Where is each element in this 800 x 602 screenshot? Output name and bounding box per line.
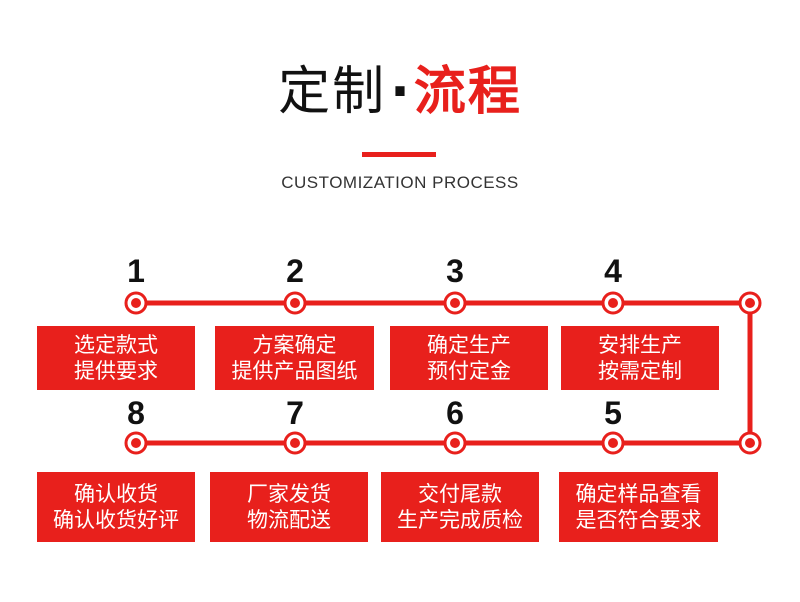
step-2-line2: 提供产品图纸 (231, 359, 358, 383)
step-8-line2: 确认收货好评 (53, 508, 179, 532)
page-title: 定制·流程 (0, 66, 800, 118)
step-1-line1: 选定款式 (74, 333, 158, 357)
node-step-3 (443, 291, 467, 315)
step-7-line2: 物流配送 (247, 508, 331, 532)
step-3-line1: 确定生产 (427, 333, 511, 357)
node-corner-top-right (738, 291, 762, 315)
step-6-line2: 生产完成质检 (397, 508, 523, 532)
step-3-box: 确定生产 预付定金 (390, 326, 548, 390)
step-4-box: 安排生产 按需定制 (561, 326, 719, 390)
node-step-8 (124, 431, 148, 455)
step-1-number: 1 (127, 253, 145, 289)
step-6-line1: 交付尾款 (418, 482, 502, 506)
step-5-number: 5 (604, 395, 622, 431)
step-8-line1: 确认收货 (74, 482, 158, 506)
title-separator-dot: · (390, 62, 410, 122)
node-step-2 (283, 291, 307, 315)
step-7-line1: 厂家发货 (247, 482, 331, 506)
step-2-line1: 方案确定 (252, 333, 337, 357)
title-main: 定制 (278, 62, 387, 122)
title-underline (362, 152, 436, 157)
step-7-number: 7 (286, 395, 304, 431)
step-2-box: 方案确定 提供产品图纸 (215, 326, 374, 390)
step-4-line2: 按需定制 (598, 359, 682, 383)
step-7-box: 厂家发货 物流配送 (210, 472, 368, 542)
step-5-line1: 确定样品查看 (575, 482, 702, 506)
step-5-line2: 是否符合要求 (575, 508, 702, 532)
step-8-number: 8 (127, 395, 145, 431)
step-5-box: 确定样品查看 是否符合要求 (559, 472, 718, 542)
step-1-box: 选定款式 提供要求 (37, 326, 195, 390)
node-step-5 (601, 431, 625, 455)
step-8-box: 确认收货 确认收货好评 (37, 472, 195, 542)
step-6-box: 交付尾款 生产完成质检 (381, 472, 539, 542)
page-subtitle: CUSTOMIZATION PROCESS (281, 173, 519, 192)
step-2-number: 2 (286, 253, 304, 289)
node-step-1 (124, 291, 148, 315)
step-1-line2: 提供要求 (74, 359, 158, 383)
node-corner-bottom-right (738, 431, 762, 455)
node-step-6 (443, 431, 467, 455)
title-highlight: 流程 (413, 62, 522, 122)
step-4-line1: 安排生产 (598, 333, 682, 357)
step-3-number: 3 (446, 253, 464, 289)
step-3-line2: 预付定金 (427, 359, 511, 383)
step-4-number: 4 (604, 253, 622, 289)
node-step-7 (283, 431, 307, 455)
step-6-number: 6 (446, 395, 464, 431)
node-step-4 (601, 291, 625, 315)
